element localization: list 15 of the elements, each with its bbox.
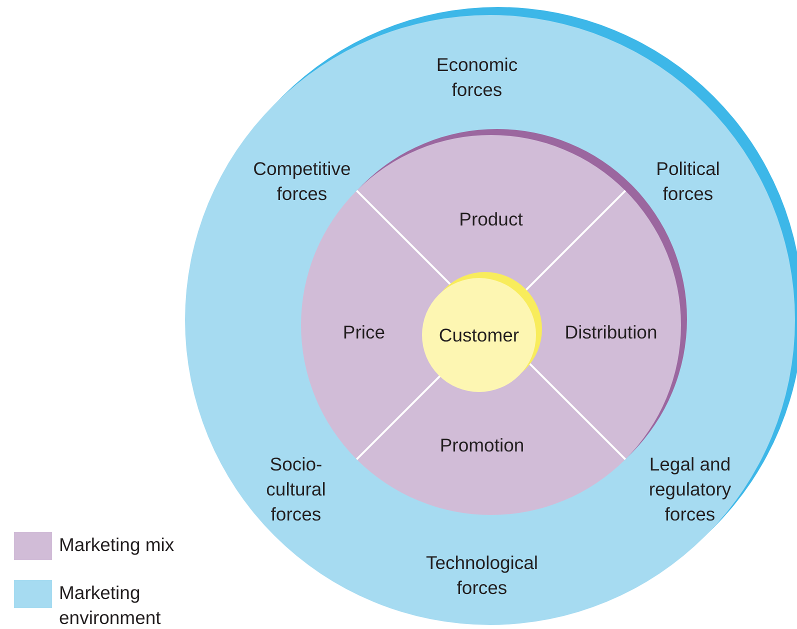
node-label: Distribution	[564, 320, 658, 344]
environment-circle	[185, 5, 797, 625]
force-label: Economic forces	[435, 53, 519, 102]
force-label: Political forces	[655, 157, 721, 206]
legend-text: Marketing mix	[59, 533, 176, 557]
force-label: Socio-cultural forces	[265, 452, 327, 526]
node-label: Promotion	[438, 434, 526, 458]
force-label: Competitive forces	[252, 157, 352, 206]
legend-text: Marketing environment	[59, 581, 162, 629]
node-label: Customer	[438, 324, 520, 348]
force-label: Technological forces	[424, 551, 540, 600]
force-label: Legal and regulatory forces	[648, 452, 732, 526]
node-label: Product	[458, 208, 524, 232]
customer-circle	[422, 272, 542, 392]
node-label: Price	[342, 320, 386, 344]
